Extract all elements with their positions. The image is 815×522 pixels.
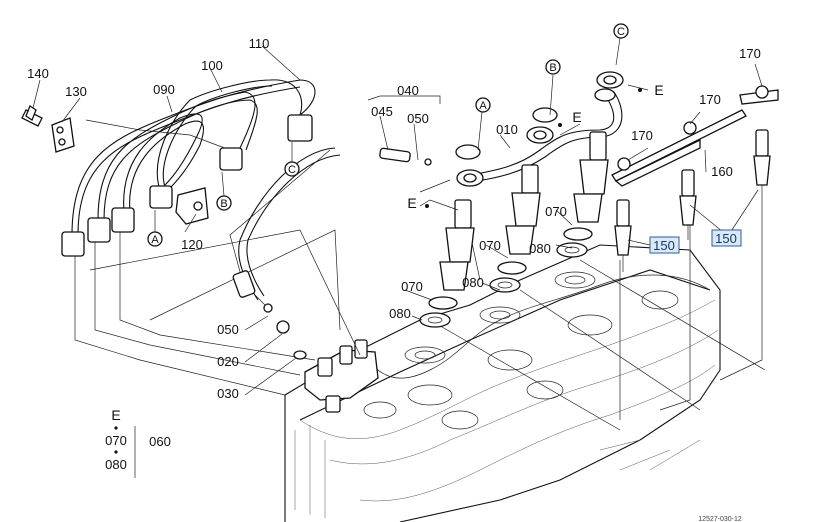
marker-c1-text: C <box>288 164 296 176</box>
marker-b2: B <box>545 59 561 75</box>
fuel-return-hose <box>232 147 432 360</box>
kit-legend-080: 080 <box>105 457 127 472</box>
marker-b1: B <box>216 195 232 211</box>
label-045: 045 <box>371 104 393 119</box>
marker-b1-text: B <box>220 198 227 210</box>
label-150-left: 150 <box>649 236 680 254</box>
label-070-nozzle2: 070 <box>479 238 501 253</box>
injection-pipes <box>71 79 316 236</box>
label-040: 040 <box>397 83 419 98</box>
label-090: 090 <box>153 82 175 97</box>
label-050-top: 050 <box>407 111 429 126</box>
marker-c2: C <box>613 23 629 39</box>
label-170-mid: 170 <box>699 92 721 107</box>
label-070-nozzle1: 070 <box>401 279 423 294</box>
marker-c2-text: C <box>617 26 625 38</box>
label-140: 140 <box>27 66 49 81</box>
label-100: 100 <box>201 58 223 73</box>
label-020: 020 <box>217 354 239 369</box>
label-080-nozzle1: 080 <box>389 306 411 321</box>
kit-legend-060: 060 <box>149 434 171 449</box>
marker-b2-text: B <box>549 62 556 74</box>
pipe-nuts <box>61 114 313 257</box>
cylinder-head <box>284 244 721 522</box>
kit-legend-070: 070 <box>105 433 127 448</box>
kit-legend-e: E <box>111 407 120 423</box>
label-120: 120 <box>181 237 203 252</box>
label-130: 130 <box>65 84 87 99</box>
label-150-right-text: 150 <box>715 231 737 246</box>
e-marker-1-text: E <box>407 195 416 211</box>
label-170-left: 170 <box>631 128 653 143</box>
label-010: 010 <box>496 122 518 137</box>
figure-code: 12527-030-12 <box>698 516 742 522</box>
e-marker-1: E <box>407 195 429 211</box>
label-160: 160 <box>711 164 733 179</box>
label-150-left-text: 150 <box>653 238 675 253</box>
marker-a2: A <box>475 97 491 113</box>
label-050-bottom: 050 <box>217 322 239 337</box>
marker-a1: A <box>147 231 163 247</box>
marker-c1: C <box>284 161 300 177</box>
label-080-nozzle3: 080 <box>529 241 551 256</box>
e-marker-3: E <box>638 82 664 98</box>
e-marker-2: E <box>558 109 582 127</box>
leader-lines <box>74 119 766 431</box>
overflow-pipe <box>455 71 624 187</box>
pipe-clamps <box>21 105 209 225</box>
kit-legend: E 070 080 060 <box>105 407 171 472</box>
glow-plugs <box>611 85 779 272</box>
label-leaders <box>32 45 763 478</box>
label-080-nozzle2: 080 <box>462 275 484 290</box>
label-070-nozzle3: 070 <box>545 204 567 219</box>
label-170-right: 170 <box>739 46 761 61</box>
nozzle-holders <box>419 131 609 328</box>
e-marker-3-text: E <box>654 82 663 98</box>
arrow-markers <box>154 37 621 232</box>
label-030: 030 <box>217 386 239 401</box>
e-marker-2-text: E <box>572 109 581 125</box>
marker-a2-text: A <box>479 100 487 112</box>
label-110: 110 <box>249 36 270 51</box>
marker-a1-text: A <box>151 234 159 246</box>
injection-pump-outlet <box>304 339 379 413</box>
label-150-right: 150 <box>711 229 742 247</box>
